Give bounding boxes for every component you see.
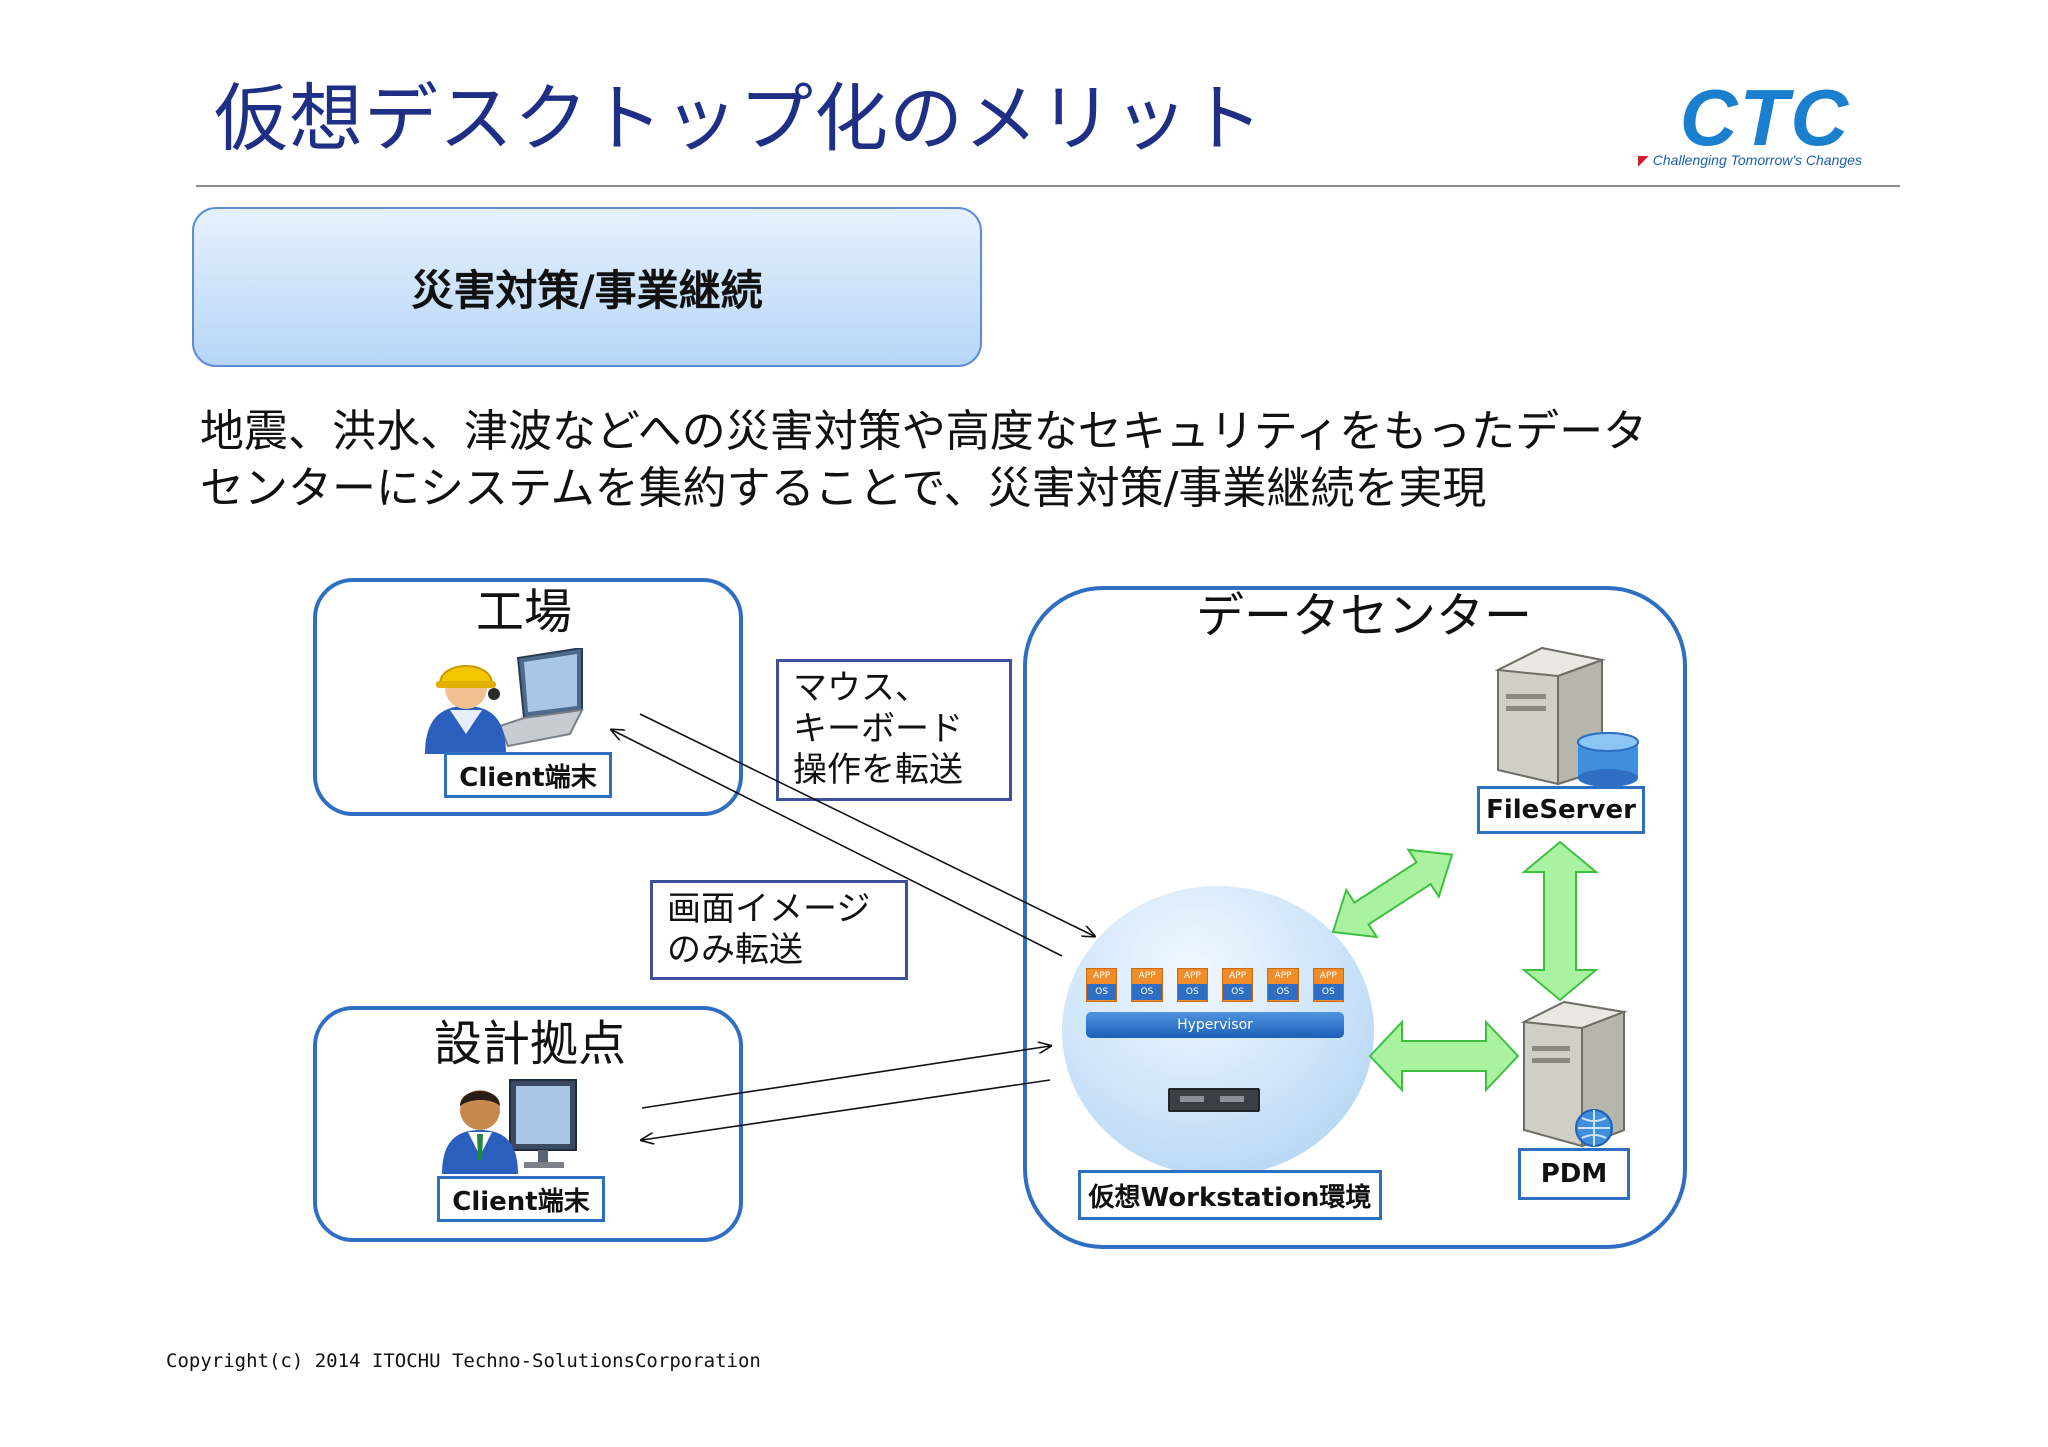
title-divider bbox=[196, 185, 1900, 187]
copyright-text: Copyright(c) 2014 ITOCHU Techno-Solution… bbox=[166, 1350, 761, 1372]
logo-tagline: ◤Challenging Tomorrow's Changes bbox=[1638, 152, 1900, 169]
server-hardware-icon bbox=[1168, 1088, 1260, 1112]
logo-flag-icon: ◤ bbox=[1638, 152, 1649, 168]
logo-text: CTC bbox=[1679, 73, 1851, 162]
pdm-label: PDM bbox=[1518, 1148, 1630, 1200]
screen-transfer-note: 画面イメージ のみ転送 bbox=[650, 880, 908, 980]
note-line: 画面イメージ bbox=[667, 889, 871, 929]
hypervisor-bar: Hypervisor bbox=[1086, 1012, 1344, 1038]
ctc-logo: CTC ◤Challenging Tomorrow's Changes bbox=[1630, 78, 1900, 178]
note-line: マウス、 bbox=[793, 668, 929, 708]
section-heading-box: 災害対策/事業継続 bbox=[192, 207, 982, 367]
description-text: 地震、洪水、津波などへの災害対策や高度なセキュリティをもったデータ センターにシ… bbox=[200, 403, 1647, 517]
designer-icon bbox=[440, 1076, 590, 1176]
input-transfer-note: マウス、 キーボード 操作を転送 bbox=[776, 659, 1012, 801]
file-server-label: FileServer bbox=[1477, 786, 1645, 834]
slide-title: 仮想デスクトップ化のメリット bbox=[214, 76, 1264, 162]
factory-worker-icon bbox=[420, 646, 590, 756]
description-line: 地震、洪水、津波などへの災害対策や高度なセキュリティをもったデータ bbox=[200, 406, 1648, 457]
workstation-env-label: 仮想Workstation環境 bbox=[1078, 1170, 1382, 1220]
factory-client-label: Client端末 bbox=[444, 752, 612, 798]
note-line: 操作を転送 bbox=[793, 750, 963, 790]
description-line: センターにシステムを集約することで、災害対策/事業継続を実現 bbox=[200, 463, 1487, 514]
factory-title: 工場 bbox=[476, 584, 573, 640]
note-line: キーボード bbox=[793, 709, 963, 749]
design-site-client-label: Client端末 bbox=[437, 1176, 605, 1222]
logo-tagline-text: Challenging Tomorrow's Changes bbox=[1652, 152, 1862, 168]
file-server-icon bbox=[1490, 646, 1640, 787]
pdm-server-icon bbox=[1516, 1000, 1636, 1150]
note-line: のみ転送 bbox=[667, 930, 803, 970]
design-site-title: 設計拠点 bbox=[434, 1016, 627, 1072]
datacenter-title: データセンター bbox=[1196, 588, 1533, 644]
section-heading-label: 災害対策/事業継続 bbox=[411, 265, 763, 315]
